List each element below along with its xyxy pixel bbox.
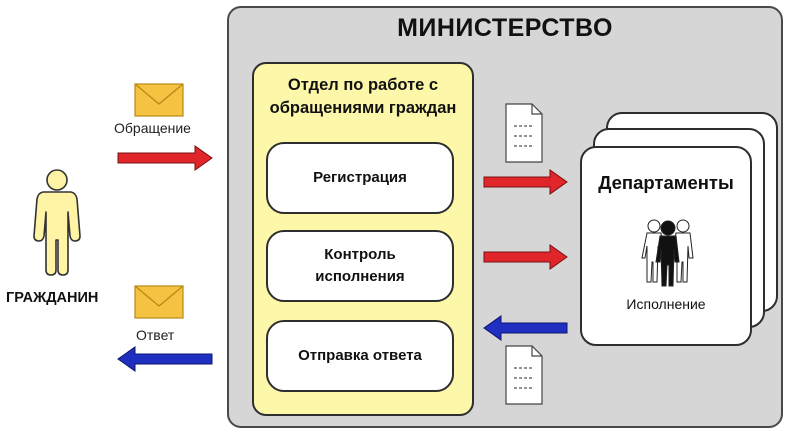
request-label: Обращение xyxy=(114,120,191,136)
citizen-label: ГРАЖДАНИН xyxy=(6,290,99,306)
step-send-answer-label: Отправка ответа xyxy=(298,347,422,364)
step-execution-control-line1: Контроль xyxy=(324,246,396,263)
document-icon xyxy=(505,103,543,163)
forward-arrow-control xyxy=(483,244,568,270)
people-group-icon xyxy=(641,219,694,287)
person-icon xyxy=(33,169,81,276)
execution-caption: Исполнение xyxy=(626,296,706,312)
request-arrow xyxy=(117,145,213,171)
step-registration-label: Регистрация xyxy=(313,169,407,186)
answer-arrow xyxy=(117,346,213,372)
step-execution-control: Контроль исполнения xyxy=(266,230,454,302)
envelope-icon xyxy=(134,83,184,117)
appeals-department-title-line2: обращениями граждан xyxy=(269,99,457,117)
appeals-department-title: Отдел по работе с обращениями граждан xyxy=(252,74,474,120)
answer-label: Ответ xyxy=(136,327,175,343)
step-execution-control-line2: исполнения xyxy=(315,268,405,285)
departments-title: Департаменты xyxy=(598,172,734,193)
ministry-title: МИНИСТЕРСТВО xyxy=(397,14,613,42)
document-icon xyxy=(505,345,543,405)
return-arrow xyxy=(483,315,568,341)
envelope-icon xyxy=(134,285,184,319)
step-registration: Регистрация xyxy=(266,142,454,214)
forward-arrow-registration xyxy=(483,169,568,195)
step-send-answer: Отправка ответа xyxy=(266,320,454,392)
appeals-department-title-line1: Отдел по работе с xyxy=(287,76,439,94)
